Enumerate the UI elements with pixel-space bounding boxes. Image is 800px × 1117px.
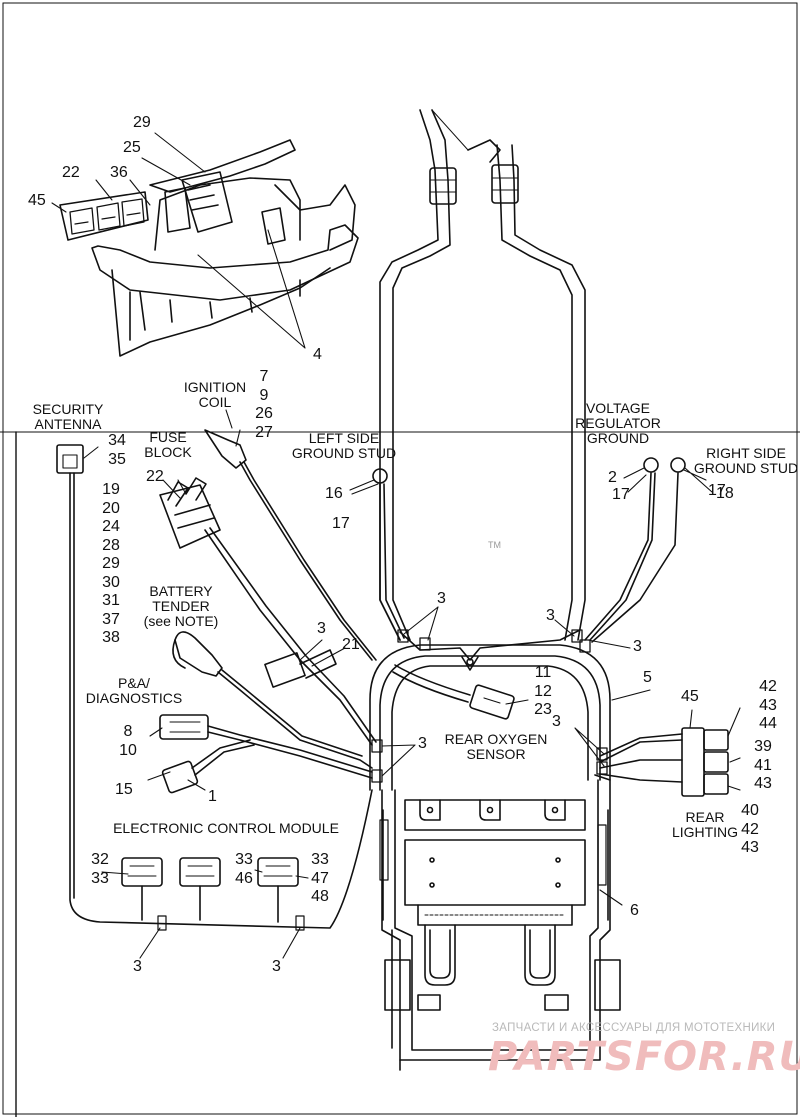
ground-stud-wires <box>372 457 686 643</box>
ignition-coil-wire <box>204 429 377 661</box>
rear-lighting-connectors <box>599 727 729 797</box>
callout-3-mid-left: 3 <box>418 735 427 752</box>
watermark-tagline: ЗАПЧАСТИ И АКСЕССУАРЫ ДЛЯ МОТОТЕХНИКИ <box>492 1022 776 1034</box>
callout-17-left: 17 <box>332 515 350 532</box>
callout-21: 21 <box>342 636 360 653</box>
callout-3-mid-right: 3 <box>552 713 561 730</box>
callout-22: 22 <box>146 468 164 485</box>
leaders-main <box>83 409 741 959</box>
security-antenna-wire <box>56 444 373 929</box>
ecm-connectors <box>121 857 305 931</box>
fuse-bracket-assembly <box>59 139 359 357</box>
diagnostics-connectors <box>159 714 373 794</box>
electronic-control-module-label: ELECTRONIC CONTROL MODULE <box>113 820 339 836</box>
rear-oxygen-connector <box>392 664 515 720</box>
callout-2: 2 <box>608 469 617 486</box>
battery-tender <box>172 631 373 769</box>
upper-harness-runs <box>379 109 586 433</box>
callout-45: 45 <box>681 688 699 705</box>
callout-3-bottom-left: 3 <box>133 958 142 975</box>
tm-mark: TM <box>488 540 501 550</box>
callout-18: 18 <box>716 485 734 502</box>
callout-3-top-right: 3 <box>546 607 555 624</box>
callout-16: 16 <box>325 485 343 502</box>
pa-diagnostics-label: P&A/DIAGNOSTICS <box>85 675 183 706</box>
callout-3-top-left: 3 <box>437 590 446 607</box>
callout-3-bottom-right: 3 <box>272 958 281 975</box>
callout-25: 25 <box>123 139 141 156</box>
callout-3-connector: 3 <box>317 620 326 637</box>
leaders-top-inset <box>51 132 306 349</box>
connector-21 <box>264 649 337 688</box>
callout-6: 6 <box>630 902 639 919</box>
callout-17-right: 17 <box>708 482 726 499</box>
callout-5: 5 <box>643 669 652 686</box>
callout-17-center: 17 <box>612 486 630 503</box>
main-harness-loop <box>369 431 611 791</box>
callout-36: 36 <box>110 164 128 181</box>
callout-29: 29 <box>133 114 151 131</box>
callout-3-right: 3 <box>633 638 642 655</box>
callout-22-top: 22 <box>62 164 80 181</box>
callout-45-top: 45 <box>28 192 46 209</box>
callout-15: 15 <box>115 781 133 798</box>
callout-4: 4 <box>313 346 322 363</box>
callout-1: 1 <box>208 788 217 805</box>
watermark-logo: PARTSFOR.RU <box>488 1034 800 1080</box>
rear-frame <box>379 774 621 1071</box>
